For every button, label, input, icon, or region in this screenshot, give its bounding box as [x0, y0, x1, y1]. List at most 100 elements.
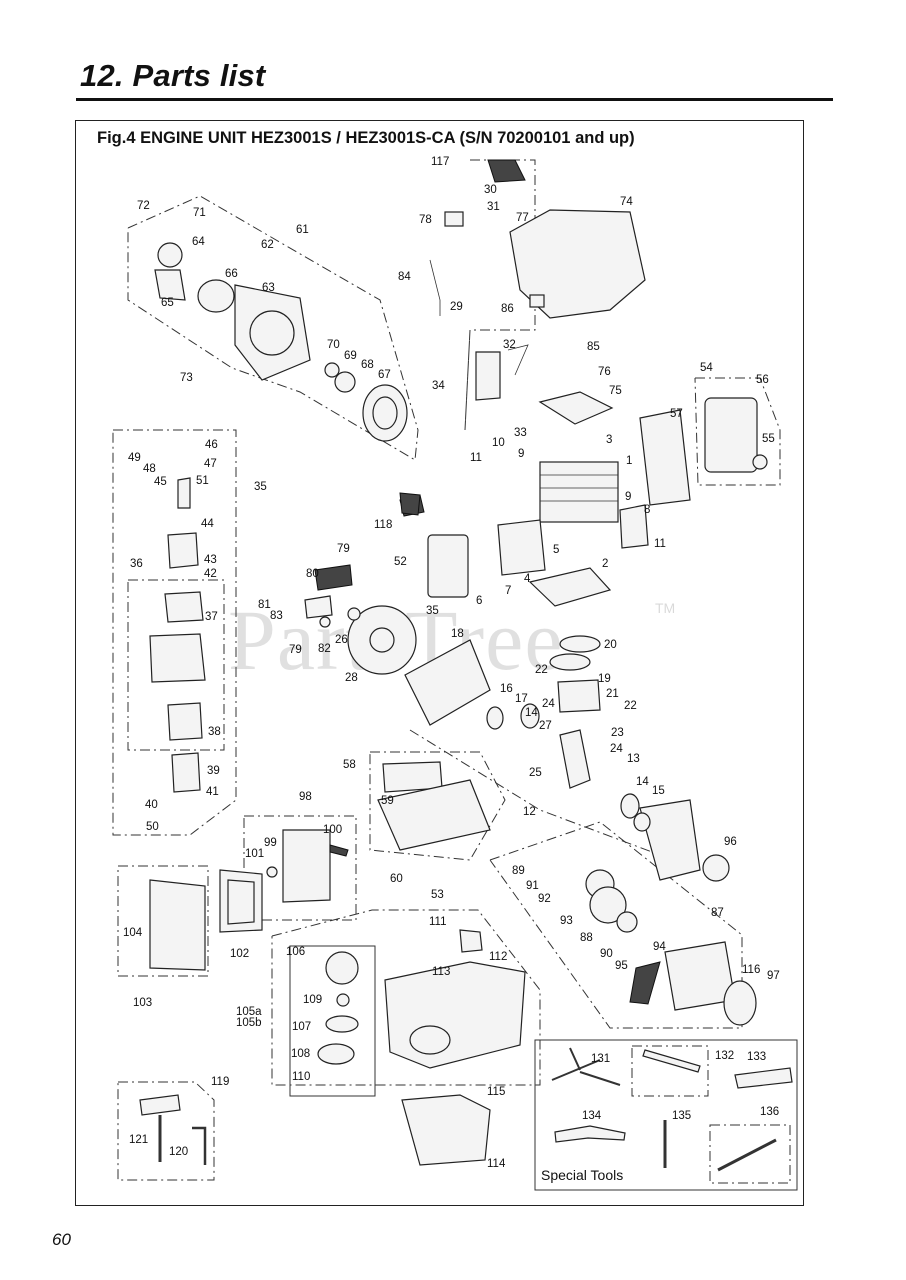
part-number-label: 97	[767, 970, 780, 982]
muffler	[639, 397, 768, 506]
part-number-label: 11	[654, 538, 666, 550]
title-rule	[76, 98, 833, 101]
part-number-label: 27	[539, 720, 552, 732]
fuel-tank	[317, 929, 526, 1166]
part-number-label: 6	[476, 595, 482, 607]
part-number-label: 58	[343, 759, 356, 771]
part-number-label: 18	[451, 628, 464, 640]
part-number-label: 47	[204, 458, 217, 470]
part-number-label: 12	[523, 806, 536, 818]
part-number-label: 5	[553, 544, 559, 556]
part-number-label: 69	[344, 350, 357, 362]
figure-caption: Fig.4 ENGINE UNIT HEZ3001S / HEZ3001S-CA…	[97, 129, 635, 147]
part-number-label: 114	[487, 1158, 506, 1170]
carburetor-group-outline	[112, 429, 237, 836]
part-number-label: 46	[205, 439, 218, 451]
air-cleaner	[149, 869, 263, 971]
part-number-label: 87	[711, 907, 724, 919]
part-number-label: 36	[130, 558, 143, 570]
cap-group-box	[289, 945, 376, 1097]
part-number-label: 70	[327, 339, 340, 351]
part-number-label: 38	[208, 726, 221, 738]
part-number-label: 51	[196, 475, 209, 487]
part-number-label: 106	[286, 946, 305, 958]
part-number-label: 44	[201, 518, 214, 530]
part-number-label: 52	[394, 556, 407, 568]
part-number-label: 42	[204, 568, 217, 580]
aircleaner-group-outline	[117, 865, 209, 977]
part-number-label: 79	[289, 644, 302, 656]
engine-cover	[444, 159, 646, 319]
part-number-label: 1	[626, 455, 632, 467]
part-number-label: 13	[627, 753, 640, 765]
part-number-label: 40	[145, 799, 158, 811]
part-number-label: 34	[432, 380, 445, 392]
part-number-label: 135	[672, 1110, 691, 1122]
part-number-label: 121	[129, 1134, 148, 1146]
part-number-label: 55	[762, 433, 775, 445]
part-number-label: 21	[606, 688, 619, 700]
part-number-label: 74	[620, 196, 633, 208]
part-number-label: 17	[515, 693, 528, 705]
air-guide	[377, 761, 491, 851]
part-number-label: 75	[609, 385, 622, 397]
crankcase	[404, 639, 730, 882]
part-number-label: 67	[378, 369, 391, 381]
ignition-coil	[429, 259, 529, 401]
part-number-label: 20	[604, 639, 617, 651]
part-number-label: 85	[587, 341, 600, 353]
part-number-label: 62	[261, 239, 274, 251]
part-number-label: 63	[262, 282, 275, 294]
clutch-drum	[324, 362, 408, 442]
part-number-label: 30	[484, 184, 497, 196]
part-number-label: 78	[419, 214, 432, 226]
starter	[585, 869, 757, 1026]
part-number-label: 98	[299, 791, 312, 803]
clutch-group-outline	[127, 195, 419, 461]
part-number-label: 68	[361, 359, 374, 371]
part-number-label: 23	[611, 727, 624, 739]
part-number-label: 66	[225, 268, 238, 280]
part-number-label: 100	[323, 824, 342, 836]
part-number-label: 61	[296, 224, 309, 236]
part-number-label: 81	[258, 599, 271, 611]
part-number-label: 88	[580, 932, 593, 944]
part-number-label: 136	[760, 1106, 779, 1118]
part-number-label: 22	[624, 700, 637, 712]
carb-subparts	[149, 477, 206, 793]
part-number-label: 94	[653, 941, 666, 953]
part-number-label: 22	[535, 664, 548, 676]
part-number-label: 77	[516, 212, 529, 224]
part-number-label: 93	[560, 915, 573, 927]
part-number-label: 102	[230, 948, 249, 960]
part-number-label: 65	[161, 297, 174, 309]
part-number-label: 101	[245, 848, 264, 860]
part-number-label: 64	[192, 236, 205, 248]
piston-crankshaft	[486, 635, 651, 832]
tank-group-outline	[271, 909, 541, 1086]
muffler-group-outline	[694, 377, 781, 486]
part-number-label: 84	[398, 271, 411, 283]
page-number: 60	[52, 1230, 71, 1249]
watermark-tm: TM	[655, 600, 676, 616]
pump-group-outline	[243, 815, 357, 921]
part-number-label: 15	[652, 785, 665, 797]
tool-group-outline	[117, 1081, 215, 1181]
part-number-label: 28	[345, 672, 358, 684]
part-number-label: 132	[715, 1050, 734, 1062]
flywheel	[304, 492, 421, 675]
part-number-label: 8	[644, 504, 650, 516]
part-number-label: 10	[492, 437, 505, 449]
part-number-label: 103	[133, 997, 152, 1009]
part-number-label: 31	[487, 201, 500, 213]
part-number-label: 3	[606, 434, 612, 446]
part-labels: 1 2 3 4 5 6 7 8 9 9 10 11 11 12 13 14 14…	[123, 156, 780, 1183]
part-number-label: 86	[501, 303, 514, 315]
part-number-label: 50	[146, 821, 159, 833]
part-number-label: 113	[432, 966, 450, 978]
part-number-label: 16	[500, 683, 513, 695]
part-number-label: 76	[598, 366, 611, 378]
part-number-label: 133	[747, 1051, 766, 1063]
part-number-label: 7	[505, 585, 511, 597]
part-number-label: 109	[303, 994, 322, 1006]
